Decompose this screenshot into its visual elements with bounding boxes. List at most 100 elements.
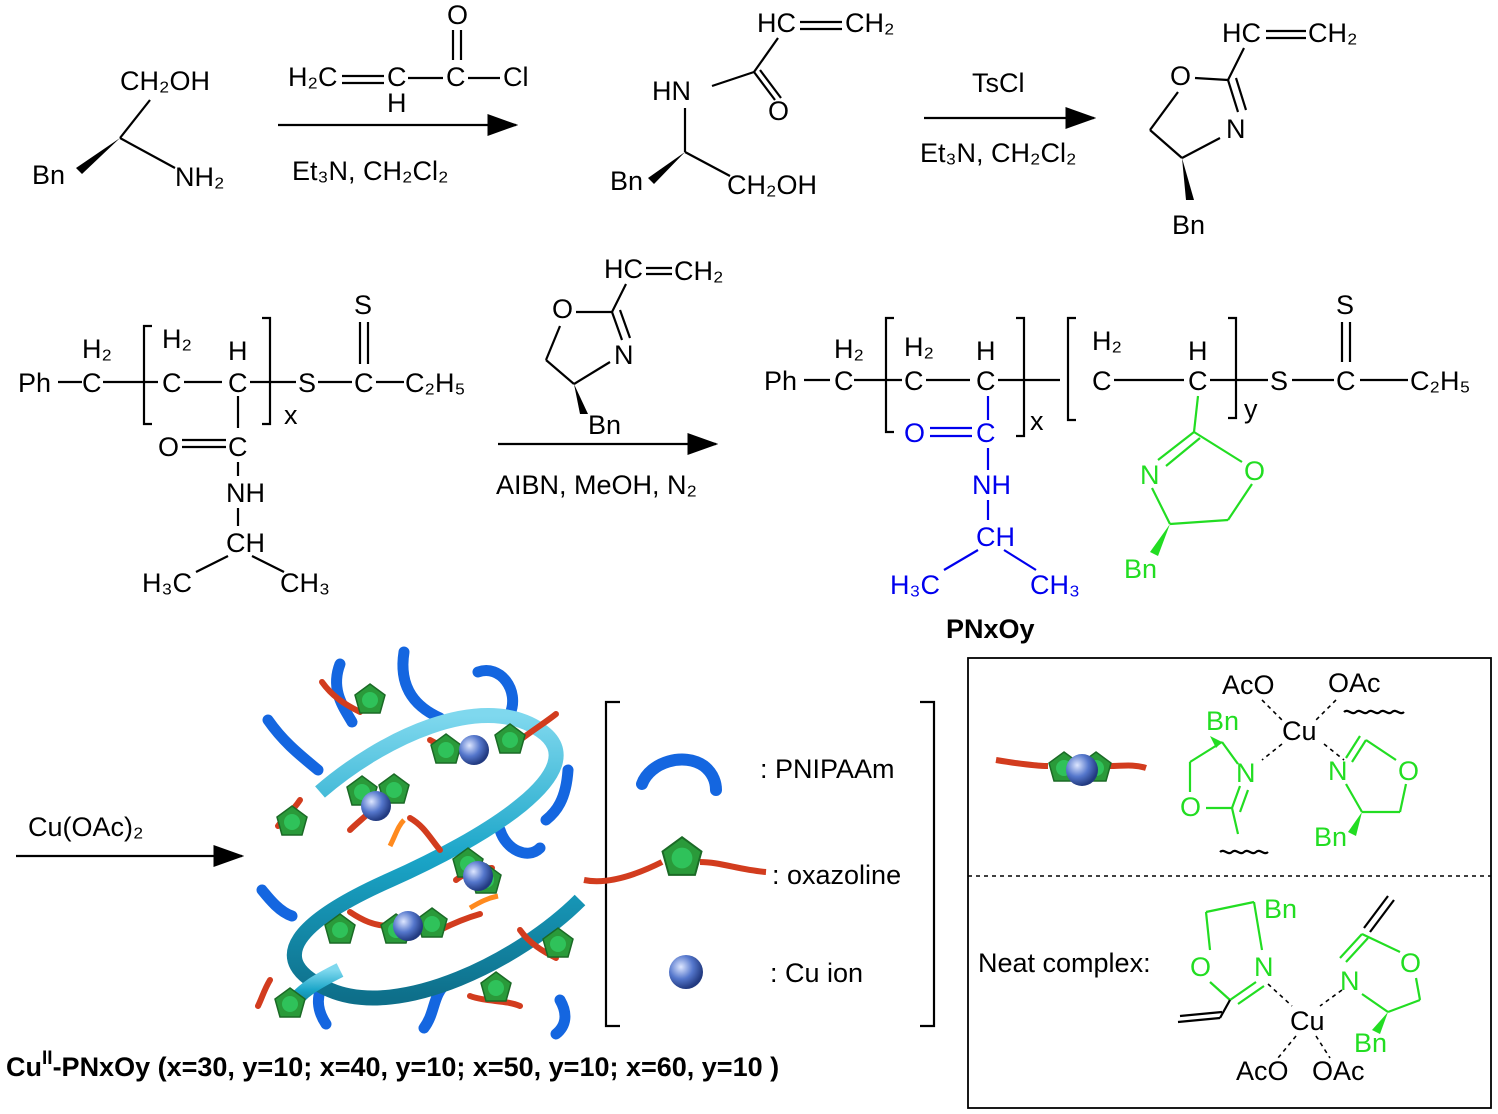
c-label: C [976, 366, 996, 396]
c2h5-label: C₂H₅ [1410, 366, 1470, 396]
o-label: O [768, 96, 789, 126]
h-label: H [387, 88, 407, 118]
s-label: S [1336, 290, 1354, 320]
legend: : PNIPAAm : oxazoline : Cu ion [583, 700, 936, 1028]
complex-box [967, 657, 1492, 1109]
ch2oh-label: CH₂OH [727, 170, 817, 200]
n-label: N [1236, 758, 1256, 788]
o-label: O [158, 432, 179, 462]
bn-label: Bn [1172, 210, 1205, 240]
neat-complex-structure: Neat complex: Bn O N N O Bn Cu AcO OAc [978, 894, 1422, 1086]
neat-complex-label: Neat complex: [978, 948, 1151, 978]
s-label: S [1270, 366, 1288, 396]
h3c-label: H₃C [890, 570, 940, 600]
h-label: H [1188, 336, 1208, 366]
h-label: H [228, 336, 248, 366]
ch-label: CH [976, 522, 1015, 552]
nh-label: NH [972, 470, 1011, 500]
helix-backbone [286, 708, 586, 1006]
hc-label: HC [1222, 18, 1261, 48]
legend-label: : Cu ion [770, 958, 863, 988]
aminoalcohol-structure: CH₂OH Bn NH₂ [32, 66, 224, 192]
o-label: O [904, 418, 925, 448]
h2-label: H₂ [834, 334, 864, 364]
hc-label: HC [757, 8, 796, 38]
polymer-cu-complex-structure: AcO OAc Cu Bn N O N O Bn [995, 668, 1419, 855]
cu-ion [1066, 754, 1098, 786]
cu-label: Cu [1282, 716, 1317, 746]
oxazoline-legend-icon [661, 835, 703, 876]
o-label: O [1244, 456, 1265, 486]
x-subscript: x [284, 400, 298, 430]
o-label: O [552, 294, 573, 324]
cu-label: Cu [1290, 1006, 1325, 1036]
bn-label: Bn [1124, 554, 1157, 584]
cu-acetate-reagent: Cu(OAc)₂ [28, 812, 144, 842]
conditions-3: AIBN, MeOH, N₂ [496, 470, 697, 500]
h2-label: H₂ [162, 324, 192, 354]
cl-label: Cl [503, 62, 529, 92]
ch2-label: CH₂ [845, 8, 894, 38]
bn-label: Bn [1354, 1028, 1387, 1058]
oxazoline-pentagon [430, 733, 462, 764]
h-label: H [976, 336, 996, 366]
cu-ion [361, 791, 391, 821]
hn-label: HN [652, 76, 691, 106]
c-label: C [1092, 366, 1112, 396]
pnipaam-macro-cta: Ph C H₂ H₂ C H C x S C S C₂H₅ O C NH CH … [18, 290, 465, 598]
conditions-1: Et₃N, CH₂Cl₂ [292, 156, 448, 186]
o-label: O [1400, 948, 1421, 978]
conditions-2: Et₃N, CH₂Cl₂ [920, 138, 1076, 168]
aco-label: AcO [1236, 1056, 1289, 1086]
oxazoline-pentagon [276, 805, 308, 836]
bn-label: Bn [1264, 894, 1297, 924]
c-label: C [904, 366, 924, 396]
hc-label: HC [604, 254, 643, 284]
h2c-label: H₂C [288, 62, 337, 92]
c2-label: C [446, 62, 466, 92]
bn-label: Bn [610, 166, 643, 196]
n-label: N [1254, 952, 1274, 982]
n-label: N [1328, 756, 1348, 786]
n-label: N [1226, 114, 1246, 144]
c-label: C [1336, 366, 1356, 396]
o-label: O [1190, 952, 1211, 982]
pnxoy-copolymer: Ph C H₂ H₂ C H C x H₂ C H C y S C S C₂H₅… [764, 290, 1470, 644]
vinyl-oxazoline-product: HC CH₂ O N Bn [1149, 18, 1357, 240]
polymer-complex-cartoon [255, 646, 586, 1040]
nh2-label: NH₂ [175, 162, 224, 192]
ch3-label: CH₃ [1030, 570, 1080, 600]
acrylamide-intermediate: HC CH₂ O HN Bn CH₂OH [610, 8, 894, 200]
s-label: S [354, 290, 372, 320]
complex-caption: CuII-PNxOy (x=30, y=10; x=40, y=10; x=50… [6, 1048, 779, 1082]
pnxoy-label: PNxOy [946, 614, 1035, 644]
x-subscript: x [1030, 406, 1044, 436]
aco-label: AcO [1222, 670, 1275, 700]
ph-label: Ph [764, 366, 797, 396]
cu-ion-legend-icon [669, 955, 703, 989]
oac-label: OAc [1312, 1056, 1365, 1086]
ch2-label: CH₂ [674, 256, 723, 286]
oac-label: OAc [1328, 668, 1381, 698]
cu-ion [463, 861, 493, 891]
h3c-label: H₃C [142, 568, 192, 598]
nh-label: NH [226, 478, 265, 508]
o-label: O [1180, 792, 1201, 822]
n-label: N [1140, 460, 1160, 490]
h2-label: H₂ [1092, 326, 1122, 356]
ch3-label: CH₃ [280, 568, 330, 598]
bn-label: Bn [1314, 822, 1347, 852]
c-label: C [82, 368, 102, 398]
legend-label: : PNIPAAm [760, 754, 895, 784]
n-label: N [1340, 966, 1360, 996]
h2-label: H₂ [82, 334, 112, 364]
cu-ion [393, 911, 423, 941]
c-label: C [387, 62, 407, 92]
oxazoline-monomer: HC CH₂ O N Bn [544, 254, 723, 440]
o-label: O [1170, 61, 1191, 91]
n-label: N [614, 340, 634, 370]
cu-ion [459, 735, 489, 765]
c-label: C [354, 368, 374, 398]
pnipaam-legend-icon [636, 753, 722, 796]
